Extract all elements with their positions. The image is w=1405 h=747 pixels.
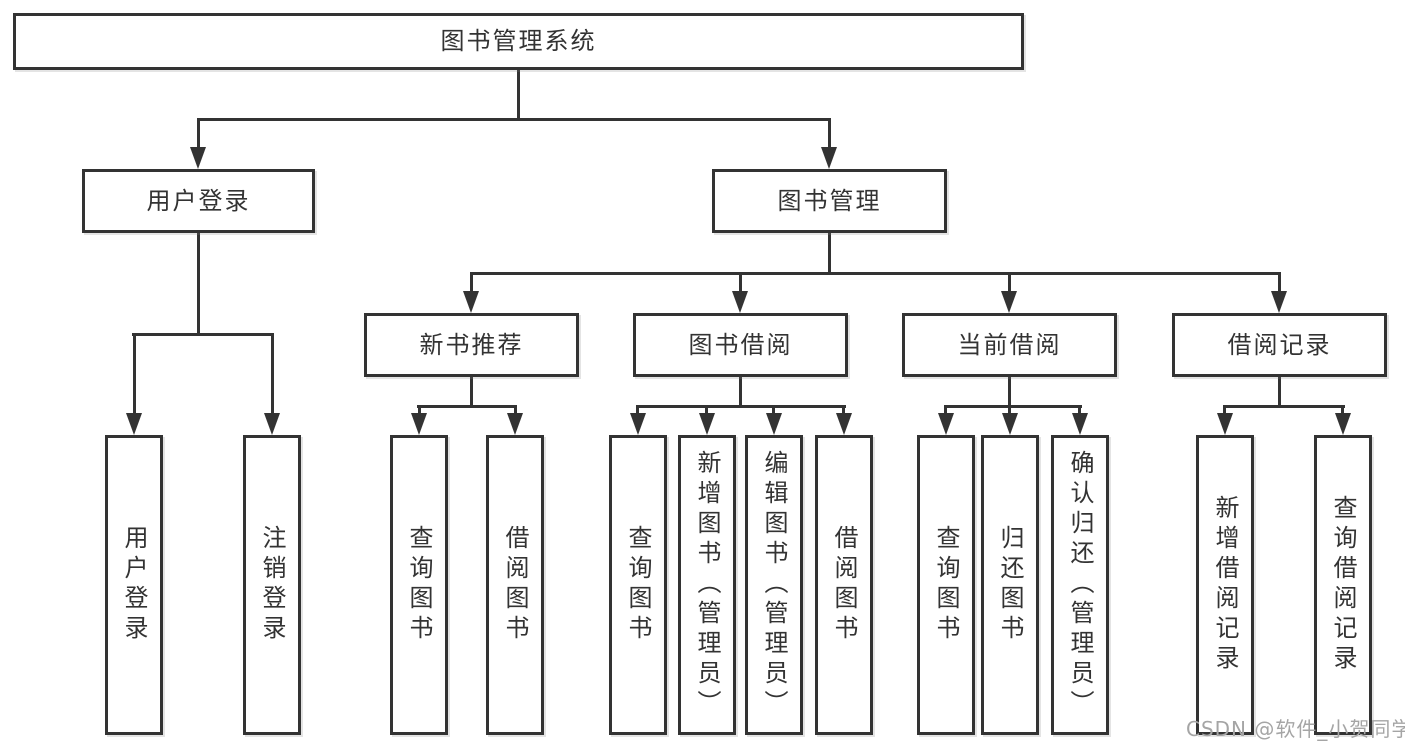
connector-stem-root <box>517 70 520 121</box>
node-label: 新增图书（管理员） <box>693 450 721 720</box>
csdn-watermark: CSDN @软件_小贺同学 <box>1186 717 1405 741</box>
arrowhead-down-icon <box>766 413 782 435</box>
node-leaf-edit-books-admin: 编辑图书（管理员） <box>745 435 803 735</box>
node-label: 当前借阅 <box>957 330 1062 359</box>
node-label: 新书推荐 <box>419 330 524 359</box>
connector-drop <box>772 405 775 416</box>
connector-drop <box>197 118 200 151</box>
node-borrow-records: 借阅记录 <box>1172 313 1387 377</box>
arrowhead-down-icon <box>190 147 206 169</box>
node-book-borrow: 图书借阅 <box>633 313 848 377</box>
arrowhead-down-icon <box>1072 413 1088 435</box>
arrowhead-down-icon <box>699 413 715 435</box>
node-leaf-query-borrow-record: 查询借阅记录 <box>1314 435 1372 735</box>
arrowhead-down-icon <box>507 413 523 435</box>
node-label: 借阅图书 <box>501 525 529 645</box>
arrowhead-down-icon <box>1335 413 1351 435</box>
node-leaf-query-books-current: 查询图书 <box>917 435 975 735</box>
connector-drop <box>133 333 136 415</box>
connector-drop <box>705 405 708 416</box>
connector-branch-borrow-records <box>1223 405 1345 408</box>
node-leaf-logout: 注销登录 <box>243 435 301 735</box>
arrowhead-down-icon <box>463 291 479 313</box>
connector-drop <box>1223 405 1226 416</box>
arrowhead-down-icon <box>821 147 837 169</box>
connector-drop <box>514 405 517 416</box>
connector-drop <box>1078 405 1081 416</box>
node-book-management: 图书管理 <box>712 169 947 233</box>
arrowhead-down-icon <box>1001 291 1017 313</box>
node-label: 新增借阅记录 <box>1211 495 1239 675</box>
connector-branch-user-login <box>132 333 274 336</box>
connector-drop <box>271 333 274 415</box>
node-label: 查询图书 <box>932 525 960 645</box>
connector-stem-borrow-records <box>1278 377 1281 408</box>
node-label: 查询图书 <box>405 525 433 645</box>
arrowhead-down-icon <box>630 413 646 435</box>
node-new-book-recommend: 新书推荐 <box>364 313 579 377</box>
node-label: 图书管理 <box>777 186 882 215</box>
node-leaf-borrow-books-recommend: 借阅图书 <box>486 435 544 735</box>
connector-drop <box>418 405 421 416</box>
arrowhead-down-icon <box>836 413 852 435</box>
node-leaf-borrow-books: 借阅图书 <box>815 435 873 735</box>
node-user-login: 用户登录 <box>82 169 315 233</box>
connector-drop <box>470 272 473 293</box>
node-label: 归还图书 <box>996 525 1024 645</box>
connector-drop <box>1008 405 1011 416</box>
node-leaf-query-books-borrow: 查询图书 <box>609 435 667 735</box>
connector-drop <box>739 272 742 293</box>
connector-branch-new-book-recommend <box>417 405 517 408</box>
connector-drop <box>944 405 947 416</box>
arrowhead-down-icon <box>1002 413 1018 435</box>
connector-drop <box>1278 272 1281 293</box>
node-label: 注销登录 <box>258 525 286 645</box>
node-leaf-query-books-recommend: 查询图书 <box>390 435 448 735</box>
node-label: 图书管理系统 <box>440 27 597 56</box>
node-leaf-add-borrow-record: 新增借阅记录 <box>1196 435 1254 735</box>
node-label: 用户登录 <box>146 186 251 215</box>
node-leaf-user-login: 用户登录 <box>105 435 163 735</box>
arrowhead-down-icon <box>938 413 954 435</box>
connector-branch-book-borrow <box>636 405 846 408</box>
connector-stem-new-book-recommend <box>470 377 473 408</box>
connector-branch-level1 <box>197 118 831 121</box>
node-label: 用户登录 <box>120 525 148 645</box>
arrowhead-down-icon <box>411 413 427 435</box>
connector-drop <box>842 405 845 416</box>
connector-stem-book-management <box>828 233 831 275</box>
connector-branch-book-management <box>470 272 1281 275</box>
connector-branch-current-borrow <box>944 405 1082 408</box>
node-current-borrow: 当前借阅 <box>902 313 1117 377</box>
arrowhead-down-icon <box>126 413 142 435</box>
node-label: 图书借阅 <box>688 330 793 359</box>
node-label: 查询图书 <box>624 525 652 645</box>
node-label: 编辑图书（管理员） <box>760 450 788 720</box>
node-label: 借阅图书 <box>830 525 858 645</box>
arrowhead-down-icon <box>1271 291 1287 313</box>
node-leaf-return-books: 归还图书 <box>981 435 1039 735</box>
node-leaf-confirm-return-admin: 确认归还（管理员） <box>1051 435 1109 735</box>
connector-drop <box>1341 405 1344 416</box>
connector-drop <box>1008 272 1011 293</box>
arrowhead-down-icon <box>732 291 748 313</box>
connector-stem-current-borrow <box>1008 377 1011 408</box>
node-label: 查询借阅记录 <box>1329 495 1357 675</box>
connector-stem-book-borrow <box>739 377 742 408</box>
node-system-root: 图书管理系统 <box>13 13 1024 70</box>
node-label: 确认归还（管理员） <box>1066 450 1094 720</box>
arrowhead-down-icon <box>1217 413 1233 435</box>
arrowhead-down-icon <box>264 413 280 435</box>
connector-drop <box>636 405 639 416</box>
connector-drop <box>828 118 831 151</box>
node-leaf-add-books-admin: 新增图书（管理员） <box>678 435 736 735</box>
connector-stem-user-login <box>197 233 200 336</box>
node-label: 借阅记录 <box>1227 330 1332 359</box>
